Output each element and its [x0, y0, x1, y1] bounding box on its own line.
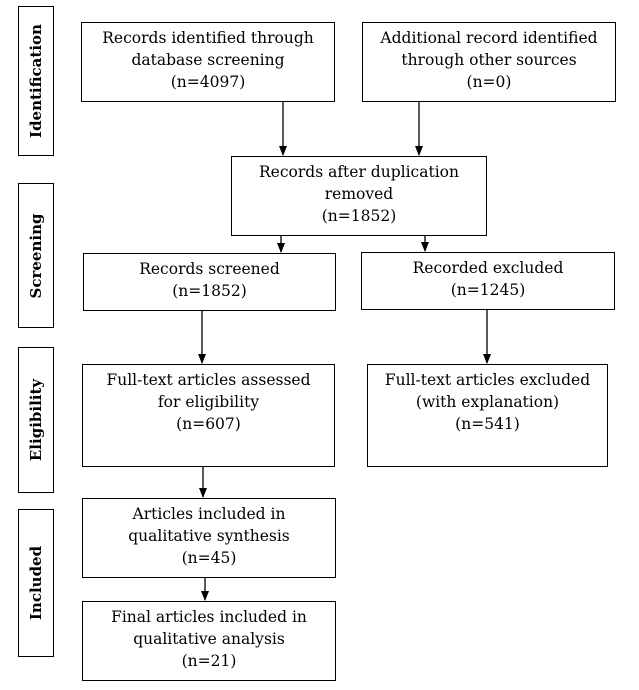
box-line: (n=45)	[181, 549, 237, 567]
box-line: Full-text articles excluded	[384, 371, 591, 389]
stage-screening: Screening	[18, 183, 54, 328]
stage-included: Included	[18, 509, 54, 657]
box-records-excluded: Recorded excluded (n=1245)	[361, 252, 615, 310]
box-line: (with explanation)	[415, 393, 560, 411]
box-qualitative-analysis: Final articles included in qualitative a…	[82, 601, 336, 681]
stage-eligibility: Eligibility	[18, 347, 54, 493]
box-line: for eligibility	[157, 393, 260, 411]
box-line: (n=1852)	[321, 207, 397, 225]
box-line: (n=0)	[466, 73, 512, 91]
box-fulltext-excluded: Full-text articles excluded (with explan…	[367, 364, 608, 467]
box-line: (n=541)	[455, 415, 520, 433]
box-records-screened: Records screened (n=1852)	[83, 253, 336, 311]
box-qualitative-synthesis: Articles included in qualitative synthes…	[82, 498, 336, 578]
box-line: Recorded excluded	[412, 259, 564, 277]
box-line: Full-text articles assessed	[106, 371, 311, 389]
box-line: (n=4097)	[170, 73, 246, 91]
box-line: qualitative analysis	[133, 630, 285, 648]
box-fulltext-assessed: Full-text articles assessed for eligibil…	[82, 364, 335, 467]
box-line: database screening	[131, 51, 285, 69]
box-line: (n=1852)	[172, 282, 247, 300]
box-line: Additional record identified	[380, 29, 598, 47]
box-line: removed	[324, 185, 394, 203]
box-line: (n=21)	[181, 652, 237, 670]
box-line: Records after duplication	[259, 163, 459, 181]
box-line: through other sources	[401, 51, 577, 69]
box-line: Records screened	[139, 260, 280, 278]
box-line: Records identified through	[102, 29, 314, 47]
box-after-duplicates-removed: Records after duplication removed (n=185…	[231, 156, 487, 236]
box-other-sources: Additional record identified through oth…	[362, 22, 616, 102]
box-line: Articles included in	[132, 505, 286, 523]
box-line: Final articles included in	[111, 608, 307, 626]
box-line: (n=607)	[176, 415, 241, 433]
stage-identification: Identification	[18, 6, 54, 156]
box-database-identified: Records identified through database scre…	[81, 22, 335, 102]
box-line: (n=1245)	[450, 281, 526, 299]
box-line: qualitative synthesis	[128, 527, 290, 545]
